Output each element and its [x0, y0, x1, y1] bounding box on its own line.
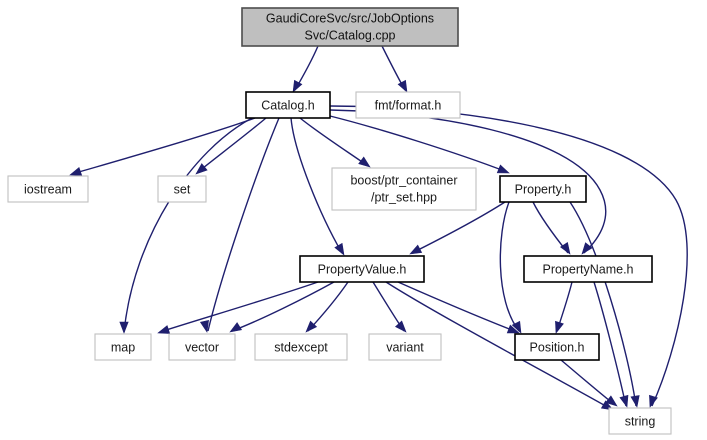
head-catalog-propvalue	[334, 242, 345, 256]
node-vector[interactable]: vector	[168, 333, 236, 361]
head-propvalue-map	[157, 325, 171, 334]
node-boost_ptr_set[interactable]: boost/ptr_container/ptr_set.hpp	[331, 167, 477, 211]
node-label-catalog_h: Catalog.h	[261, 98, 315, 112]
head-root-catalog	[292, 79, 303, 93]
head-propname-position	[555, 320, 564, 334]
edge-catalog-to-property	[329, 115, 508, 173]
node-set[interactable]: set	[157, 175, 207, 203]
node-stdexcept[interactable]: stdexcept	[254, 333, 348, 361]
node-box-map[interactable]	[94, 333, 152, 361]
edge-propvalue-to-map	[159, 281, 319, 333]
head-propvalue-vector	[229, 322, 243, 333]
node-label-boost_ptr_set-line2: /ptr_set.hpp	[371, 190, 437, 204]
node-fmt_format_h[interactable]: fmt/format.h	[355, 91, 461, 119]
node-label-iostream: iostream	[24, 182, 72, 196]
node-box-propertyname_h[interactable]	[523, 255, 653, 283]
node-position_h[interactable]: Position.h	[514, 333, 600, 361]
node-label-root-line2: Svc/Catalog.cpp	[304, 28, 395, 42]
head-catalog-map	[119, 321, 129, 334]
head-catalog-boost	[358, 156, 371, 168]
edge-catalog-to-propvalue	[290, 117, 343, 254]
node-box-vector[interactable]	[168, 333, 236, 361]
node-label-propertyvalue_h: PropertyValue.h	[318, 262, 407, 276]
node-label-string: string	[625, 414, 656, 428]
node-label-fmt_format_h: fmt/format.h	[375, 98, 442, 112]
arrowheads-layer	[69, 79, 658, 411]
head-prop-position	[511, 320, 522, 334]
node-box-catalog_h[interactable]	[245, 91, 331, 119]
edge-catalog-to-map	[123, 117, 253, 333]
node-box-position_h[interactable]	[514, 333, 600, 361]
head-catalog-set	[195, 163, 208, 175]
edge-propvalue-to-position	[397, 281, 518, 333]
node-string[interactable]: string	[608, 407, 672, 435]
head-prop-propname	[559, 241, 571, 255]
node-label-map: map	[111, 340, 135, 354]
node-box-iostream[interactable]	[7, 175, 89, 203]
head-catalog-propname	[581, 242, 593, 255]
node-box-stdexcept[interactable]	[254, 333, 348, 361]
node-box-boost_ptr_set[interactable]	[331, 167, 477, 211]
edge-catalog-to-boost	[299, 117, 369, 167]
edge-propvalue-to-stdexcept	[307, 281, 349, 332]
node-property_h[interactable]: Property.h	[499, 175, 587, 203]
head-prop-string	[630, 395, 640, 408]
node-label-stdexcept: stdexcept	[274, 340, 328, 354]
node-box-propertyvalue_h[interactable]	[299, 255, 425, 283]
node-box-string[interactable]	[608, 407, 672, 435]
node-root[interactable]: GaudiCoreSvc/src/JobOptionsSvc/Catalog.c…	[241, 7, 459, 47]
nodes-layer: GaudiCoreSvc/src/JobOptionsSvc/Catalog.c…	[7, 7, 672, 435]
node-box-variant[interactable]	[368, 333, 442, 361]
node-label-position_h: Position.h	[530, 340, 585, 354]
node-label-set: set	[174, 182, 191, 196]
edge-propname-to-string	[593, 281, 627, 407]
node-map[interactable]: map	[94, 333, 152, 361]
node-box-root[interactable]	[241, 7, 459, 47]
edge-property-to-propvalue	[411, 201, 506, 254]
head-position-string	[605, 395, 618, 407]
node-catalog_h[interactable]: Catalog.h	[245, 91, 331, 119]
head-prop-propvalue	[409, 244, 423, 255]
edge-propvalue-to-vector	[231, 281, 335, 332]
head-catalog-vector	[199, 319, 209, 333]
node-label-property_h: Property.h	[515, 182, 572, 196]
node-box-set[interactable]	[157, 175, 207, 203]
node-label-boost_ptr_set-line1: boost/ptr_container	[350, 173, 457, 187]
head-root-fmt	[397, 79, 408, 93]
head-propvalue-position	[506, 324, 520, 334]
edge-propvalue-to-string	[385, 281, 612, 410]
head-catalog-string	[649, 394, 658, 408]
edge-catalog-to-iostream	[71, 117, 256, 175]
head-propvalue-variant	[394, 320, 407, 333]
edge-position-to-string	[560, 359, 616, 406]
node-box-fmt_format_h[interactable]	[355, 91, 461, 119]
node-label-vector: vector	[185, 340, 219, 354]
head-propname-string	[619, 394, 629, 408]
node-box-property_h[interactable]	[499, 175, 587, 203]
head-catalog-property	[496, 164, 510, 174]
edge-property-to-position	[499, 201, 520, 332]
node-propertyvalue_h[interactable]: PropertyValue.h	[299, 255, 425, 283]
head-propvalue-stdexc	[305, 320, 318, 333]
node-variant[interactable]: variant	[368, 333, 442, 361]
node-label-root-line1: GaudiCoreSvc/src/JobOptions	[266, 11, 434, 25]
head-catalog-iostream	[69, 166, 83, 176]
edge-catalog-to-vector	[207, 117, 280, 332]
node-label-variant: variant	[386, 340, 424, 354]
node-label-propertyname_h: PropertyName.h	[542, 262, 633, 276]
node-propertyname_h[interactable]: PropertyName.h	[523, 255, 653, 283]
edge-property-to-string	[569, 201, 637, 407]
node-iostream[interactable]: iostream	[7, 175, 89, 203]
